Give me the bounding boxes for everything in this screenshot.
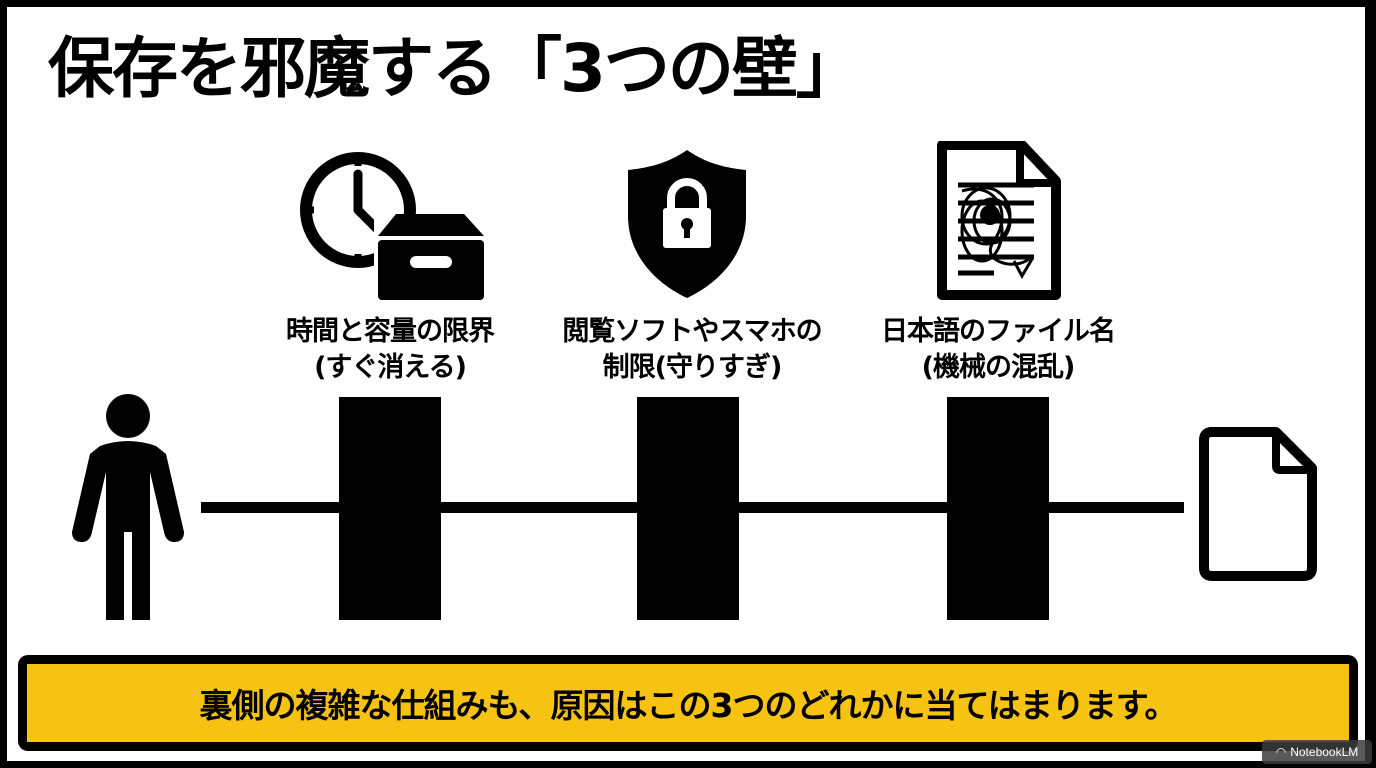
wall-3-label: 日本語のファイル名 (機械の混乱) (838, 314, 1158, 386)
shield-lock-icon (628, 150, 746, 298)
wall-3-title: 日本語のファイル名 (881, 316, 1116, 347)
file-icon (1199, 427, 1317, 581)
slide-frame (7, 7, 1365, 761)
wall-3-subtitle: (機械の混乱) (921, 352, 1076, 383)
notebooklm-logo-icon: ◠ (1275, 745, 1287, 759)
garbled-file-icon (937, 141, 1061, 300)
wall-1-label: 時間と容量の限界 (すぐ消える) (230, 314, 550, 386)
wall-2-label: 閲覧ソフトやスマホの 制限(守りすぎ) (532, 314, 852, 386)
wall-1-subtitle: (すぐ消える) (314, 352, 467, 383)
notebooklm-watermark: ◠ NotebookLM (1262, 740, 1372, 764)
wall-3 (947, 397, 1049, 620)
wall-1 (339, 397, 441, 620)
wall-2-subtitle: 制限(守りすぎ) (602, 352, 783, 383)
clock-box-icon (300, 152, 486, 300)
summary-banner-fill: 裏側の複雑な仕組みも、原因はこの3つのどれかに当てはまります。 (27, 664, 1349, 742)
watermark-text: NotebookLM (1290, 745, 1359, 759)
page-title: 保存を邪魔する「3つの壁」 (48, 30, 862, 107)
person-icon (72, 394, 184, 620)
summary-banner: 裏側の複雑な仕組みも、原因はこの3つのどれかに当てはまります。 (18, 655, 1358, 751)
wall-2-title: 閲覧ソフトやスマホの (562, 316, 822, 347)
wall-2 (637, 397, 739, 620)
wall-1-title: 時間と容量の限界 (286, 316, 495, 347)
summary-text: 裏側の複雑な仕組みも、原因はこの3つのどれかに当てはまります。 (199, 686, 1177, 725)
